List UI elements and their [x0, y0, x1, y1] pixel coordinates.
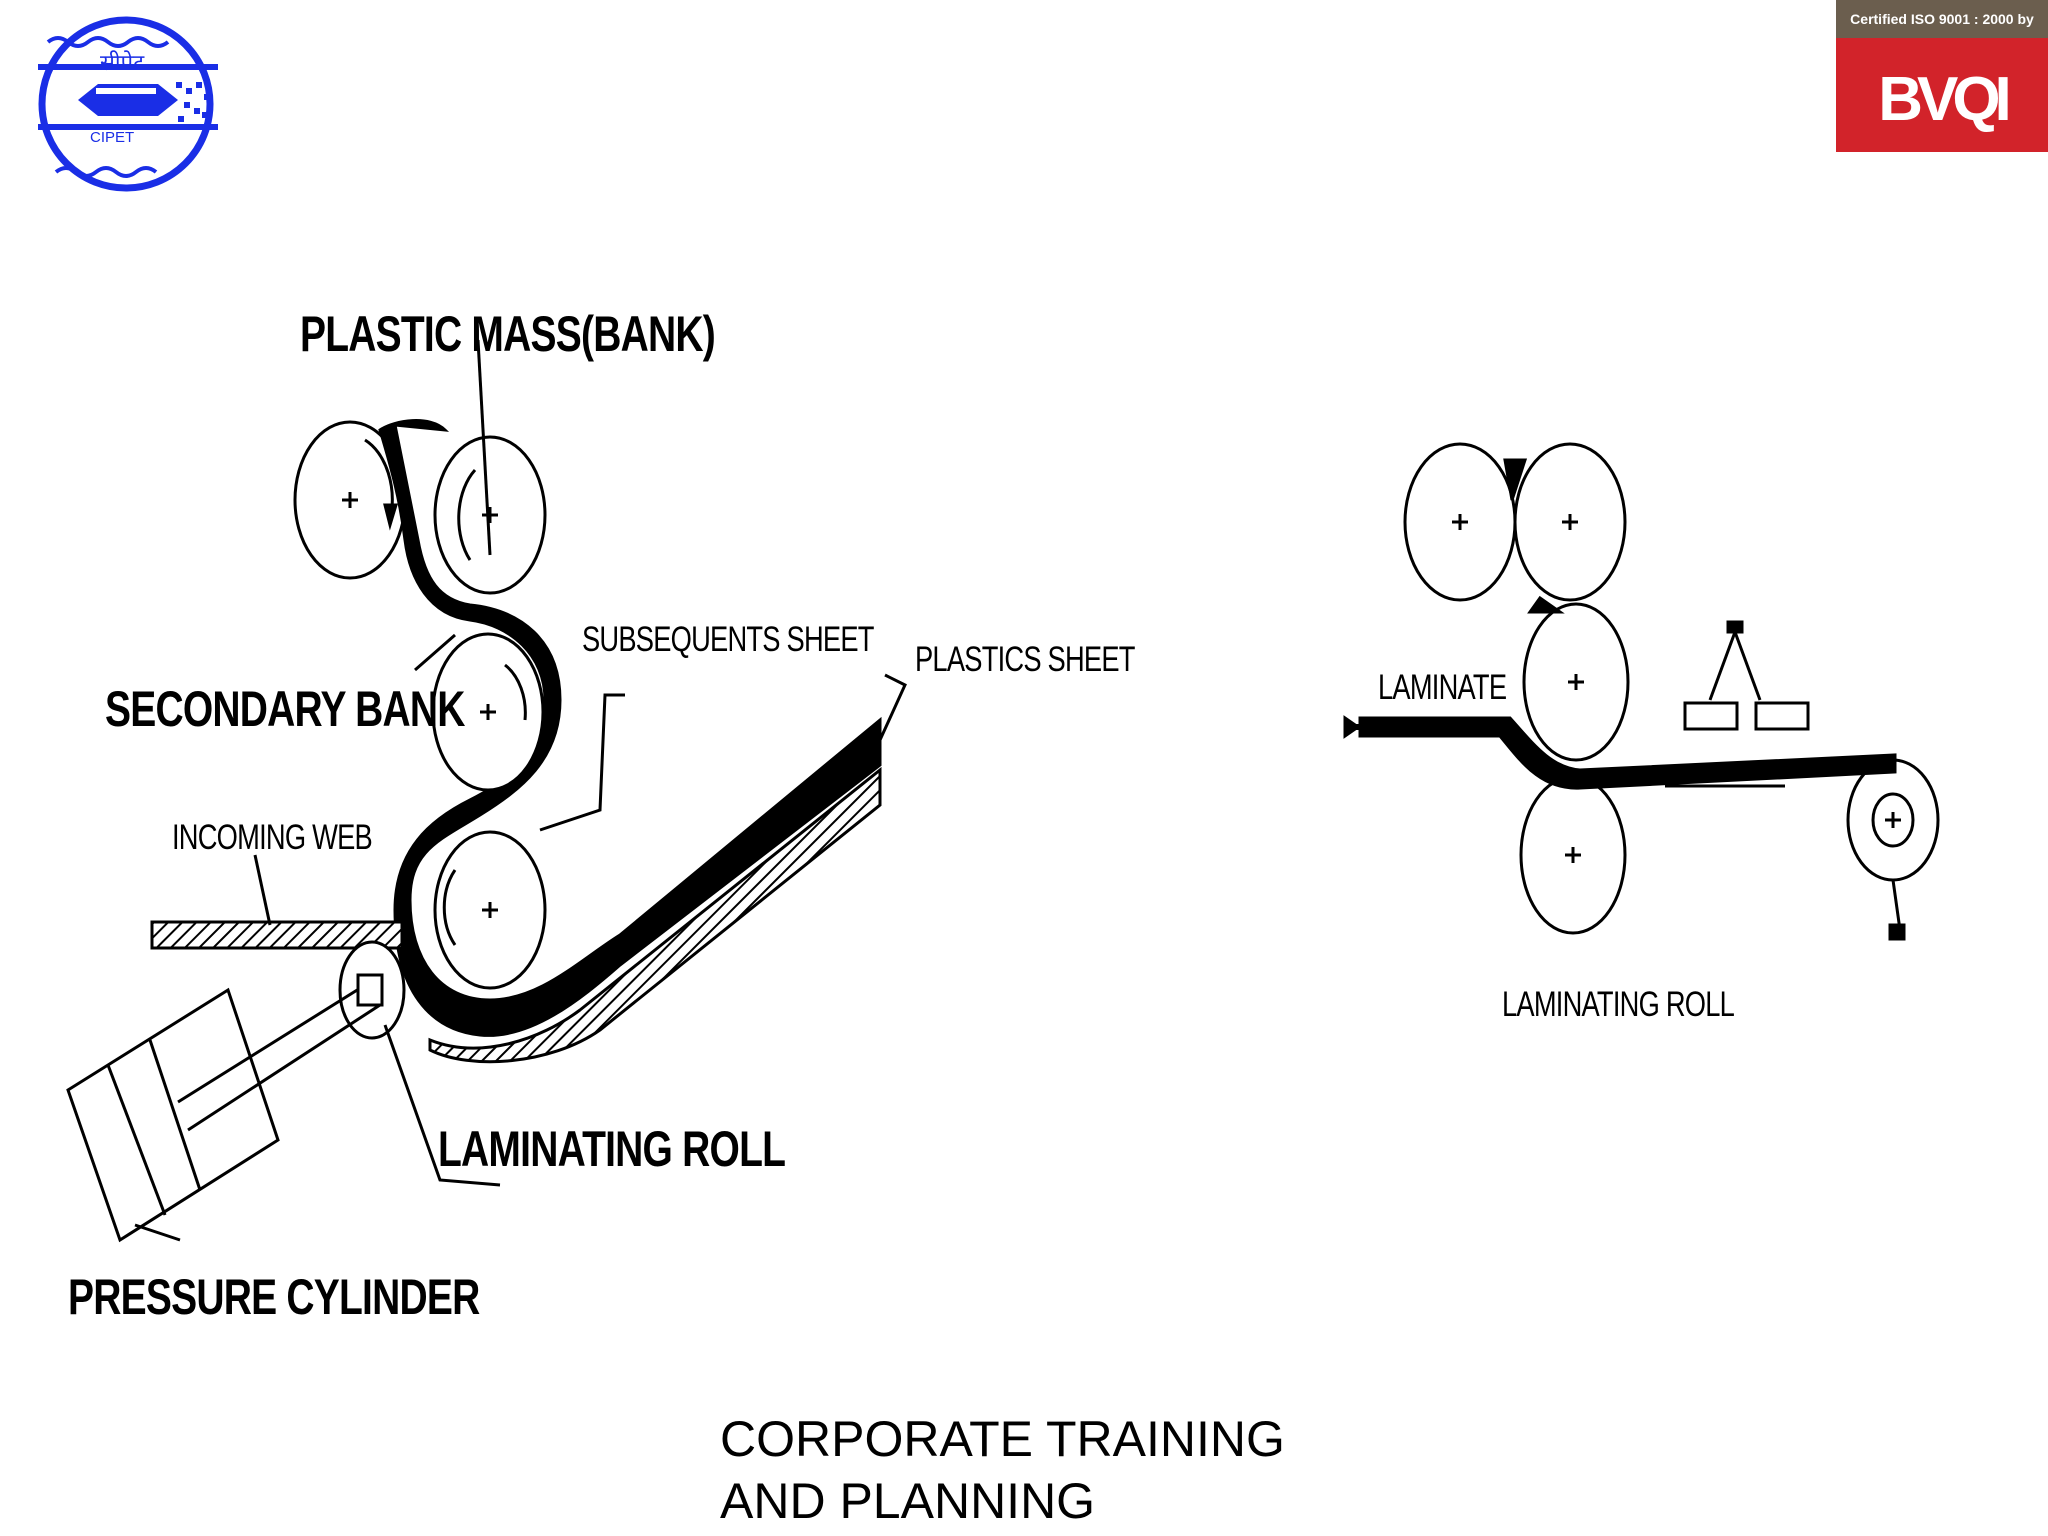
label-plastic-mass: PLASTIC MASS(BANK) — [300, 306, 716, 362]
right-diagram — [1343, 442, 1940, 941]
right-top-right-roll — [1513, 442, 1627, 602]
footer-line-1: CORPORATE TRAINING — [720, 1411, 1285, 1467]
label-secondary-bank: SECONDARY BANK — [105, 681, 465, 737]
pressure-cylinder-shape — [66, 973, 384, 1243]
cipet-hindi-text: सीपेट — [100, 50, 145, 76]
label-right-laminating-roll: LAMINATING ROLL — [1502, 985, 1735, 1024]
bvqi-brand-text: BVQI — [1878, 65, 2008, 134]
footer-line-2: AND PLANNING — [720, 1473, 1096, 1529]
label-laminate: LAMINATE — [1378, 668, 1507, 707]
label-pressure-cylinder: PRESSURE CYLINDER — [68, 1269, 480, 1325]
bvqi-logo-icon: Certified ISO 9001 : 2000 by BVQI — [1836, 0, 2048, 152]
right-roll-centers — [1452, 514, 1901, 863]
label-laminating-roll: LAMINATING ROLL — [438, 1121, 786, 1177]
roll-centers — [342, 492, 498, 918]
footer-text: CORPORATE TRAINING AND PLANNING — [720, 1408, 1285, 1532]
label-plastics-sheet: PLASTICS SHEET — [915, 640, 1135, 679]
bvqi-brand-box: BVQI — [1836, 38, 2048, 152]
laminate-web — [1358, 716, 1897, 790]
cipet-logo-icon: सीपेट CIPET — [8, 12, 224, 196]
plastics-sheet — [428, 766, 882, 1064]
label-incoming-web: INCOMING WEB — [172, 818, 373, 857]
plastic-mass-bank — [378, 419, 882, 1037]
tension-box-left — [1683, 701, 1739, 731]
left-diagram — [66, 339, 907, 1243]
label-subsequent-sheet: SUBSEQUENTS SHEET — [582, 620, 874, 659]
right-middle-roll — [1522, 602, 1630, 762]
certification-text: Certified ISO 9001 : 2000 by — [1836, 0, 2048, 38]
cipet-text: CIPET — [90, 129, 134, 146]
tension-box-right — [1754, 701, 1810, 731]
